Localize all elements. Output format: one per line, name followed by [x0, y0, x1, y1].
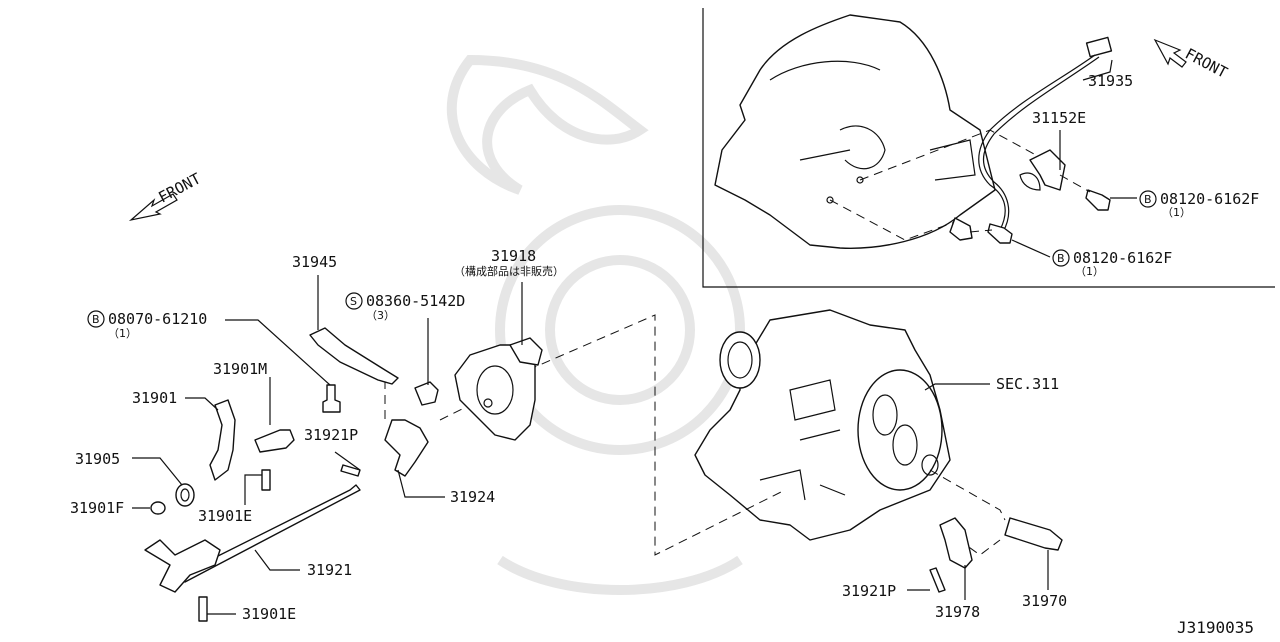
part-31924-segment	[384, 419, 429, 477]
label-08360-5142D: 08360-5142D	[366, 292, 465, 310]
part-31918-switch-assembly	[454, 337, 543, 441]
bolt-mark-08120-a	[1139, 190, 1157, 208]
mark-b-08120-a: B	[1144, 193, 1152, 206]
label-31921P-bottom: 31921P	[842, 582, 896, 600]
label-08070-61210: 08070-61210	[108, 310, 207, 328]
transmission-case-inset	[714, 14, 1046, 249]
part-31970-sensor	[1004, 517, 1063, 551]
label-31901E-bottom: 31901E	[242, 605, 296, 623]
part-31978-bracket	[939, 517, 973, 569]
watermark-emblem	[446, 54, 745, 595]
mark-b-08120-b: B	[1057, 252, 1065, 265]
mark-b-08070: B	[92, 313, 100, 326]
part-31945-bracket	[309, 327, 399, 385]
label-31905: 31905	[75, 450, 120, 468]
sensor-body	[949, 217, 973, 241]
label-08360-qty: （3）	[366, 309, 395, 322]
front-label-right: FRONT	[1182, 45, 1230, 82]
inset-frame	[702, 8, 1275, 288]
sensor-bracket	[1019, 149, 1066, 191]
screw-08360	[414, 381, 439, 406]
label-08120-6162F-a: 08120-6162F	[1160, 190, 1259, 208]
label-08070-qty: （1）	[108, 327, 137, 340]
projection-line-shift	[439, 404, 471, 421]
screw-mark-08360	[345, 292, 363, 310]
part-31921-shift-rod	[144, 484, 361, 593]
part-31921P-pin-bottom	[929, 567, 946, 593]
label-31978: 31978	[935, 603, 980, 621]
bolt-inset-b	[969, 223, 1013, 244]
bolt-inset-a	[1059, 174, 1111, 211]
bolt-mark-08070	[87, 310, 105, 328]
bolt-mark-08120-b	[1052, 249, 1070, 267]
mark-s-08360: S	[350, 295, 357, 308]
part-31901E-pin-top	[261, 469, 271, 491]
transmission-case-main	[694, 309, 951, 541]
label-31152E: 31152E	[1032, 109, 1086, 127]
part-31901F-washer	[150, 501, 166, 515]
label-31924: 31924	[450, 488, 495, 506]
label-31918: 31918	[491, 247, 536, 265]
speed-sensor-harness	[978, 36, 1113, 233]
label-31918-note: （構成部品は非販売）	[454, 264, 564, 278]
projection-line-main	[527, 314, 786, 556]
leader-lines	[132, 59, 1137, 615]
part-31901M-shaft	[254, 429, 295, 453]
label-sec311: SEC.311	[996, 375, 1059, 393]
label-31901M: 31901M	[213, 360, 267, 378]
label-31901F: 31901F	[70, 499, 124, 517]
part-31921P-pin-top	[340, 464, 361, 477]
diagram-code: J3190035	[1177, 618, 1254, 637]
label-08120-6162F-b: 08120-6162F	[1073, 249, 1172, 267]
front-label-left: FRONT	[155, 169, 203, 206]
part-31905-spring	[175, 483, 195, 507]
front-arrow-left: FRONT	[128, 169, 204, 222]
front-arrow-right: FRONT	[1153, 38, 1230, 82]
label-31901: 31901	[132, 389, 177, 407]
label-08120-a-qty: （1）	[1162, 206, 1191, 219]
part-31901E-pin-bottom	[198, 596, 208, 622]
label-31945: 31945	[292, 253, 337, 271]
label-31901E-top: 31901E	[198, 507, 252, 525]
label-31935: 31935	[1088, 72, 1133, 90]
label-31921P-top: 31921P	[304, 426, 358, 444]
label-31970: 31970	[1022, 592, 1067, 610]
bolt-08070	[322, 384, 341, 413]
label-08120-b-qty: （1）	[1075, 265, 1104, 278]
label-31921: 31921	[307, 561, 352, 579]
part-31901-lever	[209, 399, 236, 481]
projection-line-sensor	[929, 469, 1006, 521]
